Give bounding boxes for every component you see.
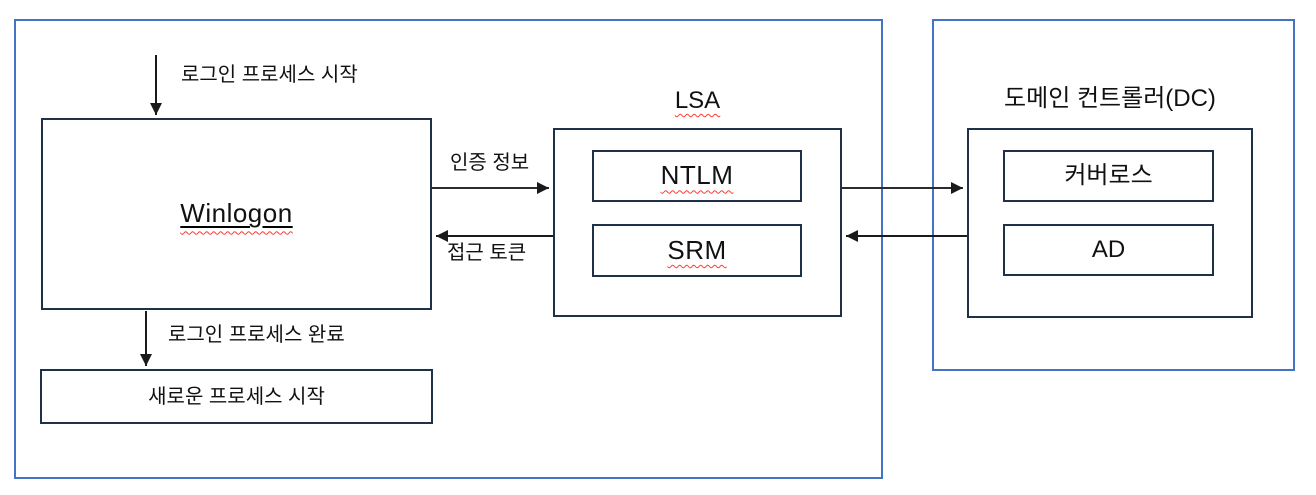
srm-label: SRM xyxy=(667,234,727,265)
ad-node: AD xyxy=(1003,224,1214,276)
ntlm-label: NTLM xyxy=(660,160,734,191)
winlogon-underline: Winlogon xyxy=(180,198,292,229)
login-start-label: 로그인 프로세스 시작 xyxy=(181,64,358,86)
kerberos-node: 커버로스 xyxy=(1003,150,1214,202)
lsa-title: LSA xyxy=(553,87,842,116)
winlogon-label: Winlogon xyxy=(180,198,293,229)
domain-controller-group-box xyxy=(932,19,1295,371)
domain-controller-title: 도메인 컨트롤러(DC) xyxy=(1004,85,1216,112)
login-complete-label: 로그인 프로세스 완료 xyxy=(168,324,345,346)
new-process-label: 새로운 프로세스 시작 xyxy=(148,385,325,408)
kerberos-label: 커버로스 xyxy=(1064,161,1153,189)
srm-node: SRM xyxy=(592,224,802,277)
ad-label: AD xyxy=(1091,235,1126,263)
client-group-box xyxy=(14,19,883,479)
winlogon-node: Winlogon xyxy=(41,118,432,310)
access-token-label: 접근 토큰 xyxy=(447,242,527,264)
auth-info-label: 인증 정보 xyxy=(450,152,530,174)
lsa-title-text: LSA xyxy=(674,87,721,114)
new-process-node: 새로운 프로세스 시작 xyxy=(40,369,433,424)
ntlm-node: NTLM xyxy=(592,150,802,202)
